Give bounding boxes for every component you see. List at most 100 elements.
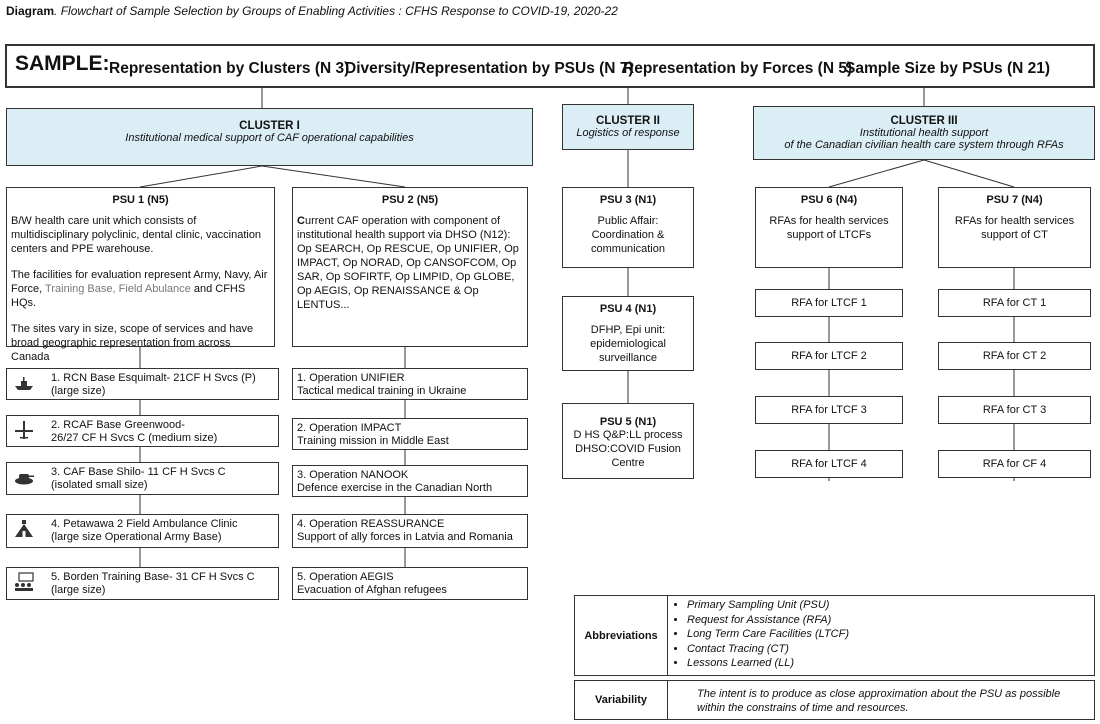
operation-4-name: 4. Operation REASSURANCE	[297, 518, 445, 530]
rfa-ltcf-3: RFA for LTCF 3	[755, 396, 903, 424]
abbreviation-item: Request for Assistance (RFA)	[687, 613, 849, 628]
psu-1-para-2-end: and CFHS HQs.	[11, 283, 246, 309]
base-4-text: 4. Petawawa 2 Field Ambulance Clinic (la…	[51, 518, 237, 544]
ship-icon	[15, 377, 33, 390]
psu-7-box: PSU 7 (N4) RFAs for health services supp…	[938, 187, 1091, 268]
abbreviations-label: Abbreviations	[575, 596, 668, 675]
psu-5-line-1: D HS Q&P:LL process	[573, 429, 683, 441]
rfa-ct-3: RFA for CT 3	[938, 396, 1091, 424]
operation-box-1: 1. Operation UNIFIER Tactical medical tr…	[292, 368, 528, 400]
psu-1-title: PSU 1 (N5)	[112, 194, 169, 206]
base-box-4: 4. Petawawa 2 Field Ambulance Clinic (la…	[6, 514, 279, 548]
cluster-2-title: CLUSTER II	[596, 115, 660, 127]
figure-caption: Diagram. Flowchart of Sample Selection b…	[6, 4, 618, 18]
operation-2-text: 2. Operation IMPACT Training mission in …	[297, 422, 449, 448]
rfa-ct-2: RFA for CT 2	[938, 342, 1091, 370]
base-3-line-1: 3. CAF Base Shilo- 11 CF H Svcs C	[51, 466, 226, 478]
cluster-3: CLUSTER III Institutional health support…	[753, 106, 1095, 160]
operation-1-desc: Tactical medical training in Ukraine	[297, 385, 467, 397]
operation-4-desc: Support of ally forces in Latvia and Rom…	[297, 531, 513, 543]
operation-2-name: 2. Operation IMPACT	[297, 422, 402, 434]
psu-7-line-2: support of CT	[981, 229, 1048, 241]
rfa-ltcf-2: RFA for LTCF 2	[755, 342, 903, 370]
psu-3-title: PSU 3 (N1)	[599, 194, 657, 206]
abbreviation-item: Primary Sampling Unit (PSU)	[687, 598, 849, 613]
cluster-1-subtitle: Institutional medical support of CAF ope…	[125, 132, 414, 144]
psu-5-title: PSU 5 (N1)	[599, 416, 657, 428]
operation-3-text: 3. Operation NANOOK Defence exercise in …	[297, 469, 492, 495]
cluster-2-subtitle: Logistics of response	[576, 127, 680, 139]
base-2-text: 2. RCAF Base Greenwood- 26/27 CF H Svcs …	[51, 419, 217, 445]
sample-item-size: Sample Size by PSUs (N 21)	[845, 60, 1051, 77]
base-4-line-2: (large size Operational Army Base)	[51, 531, 222, 543]
psu-6-body: RFAs for health services support of LTCF…	[756, 214, 902, 242]
operation-5-desc: Evacuation of Afghan refugees	[297, 584, 447, 596]
base-1-line-1: 1. RCN Base Esquimalt- 21CF H Svcs (P)	[51, 372, 256, 384]
psu-3-box: PSU 3 (N1) Public Affair: Coordination &…	[562, 187, 694, 268]
base-2-line-2: 26/27 CF H Svcs C (medium size)	[51, 432, 218, 444]
psu-6-line-2: support of LTCFs	[786, 229, 872, 241]
psu-1-para-1: B/W health care unit which consists of m…	[11, 215, 262, 255]
psu-1-para-2: The facilities for evaluation represent …	[11, 268, 270, 310]
psu-6-line-1: RFAs for health services	[769, 215, 889, 227]
cluster-3-title: CLUSTER III	[890, 115, 958, 127]
psu-7-title: PSU 7 (N4)	[986, 194, 1043, 206]
base-4-line-1: 4. Petawawa 2 Field Ambulance Clinic	[51, 518, 238, 530]
sample-item-forces: Representation by Forces (N 5)	[623, 60, 853, 77]
base-3-text: 3. CAF Base Shilo- 11 CF H Svcs C (isola…	[51, 466, 226, 492]
operation-1-name: 1. Operation UNIFIER	[297, 372, 405, 384]
psu-4-box: PSU 4 (N1) DFHP, Epi unit: epidemiologic…	[562, 296, 694, 371]
operation-box-2: 2. Operation IMPACT Training mission in …	[292, 418, 528, 450]
psu-5-box: PSU 5 (N1) D HS Q&P:LL process DHSO:COVI…	[562, 403, 694, 479]
base-box-3: 3. CAF Base Shilo- 11 CF H Svcs C (isola…	[6, 462, 279, 495]
base-box-5: 5. Borden Training Base- 31 CF H Svcs C …	[6, 567, 279, 600]
variability-label: Variability	[575, 681, 668, 719]
base-1-line-2: (large size)	[51, 385, 106, 397]
abbreviation-item: Contact Tracing (CT)	[687, 642, 849, 657]
psu-7-body: RFAs for health services support of CT	[939, 214, 1090, 242]
abbreviations-list: Primary Sampling Unit (PSU) Request for …	[669, 598, 849, 671]
field-tent-icon	[15, 520, 33, 537]
cluster-3-subtitle-1: Institutional health support	[859, 127, 989, 139]
cluster-3-subtitle-2: of the Canadian civilian health care sys…	[784, 139, 1064, 151]
base-5-line-1: 5. Borden Training Base- 31 CF H Svcs C	[51, 571, 255, 583]
operation-box-5: 5. Operation AEGIS Evacuation of Afghan …	[292, 567, 528, 600]
rfa-ltcf-1: RFA for LTCF 1	[755, 289, 903, 317]
psu-4-line-2: epidemiological surveillance	[590, 338, 666, 364]
psu-1-para-2-grey: Training Base, Field Abulance	[45, 283, 191, 295]
sample-label: SAMPLE:	[15, 52, 110, 75]
psu-5-line-2: DHSO:COVID Fusion Centre	[575, 443, 681, 469]
psu-2-body-text: urrent CAF operation with component of i…	[297, 215, 519, 311]
variability-text: The intent is to produce as close approx…	[697, 688, 1061, 714]
psu-1-para-3: The sites vary in size, scope of service…	[11, 323, 254, 363]
caption-prefix: Diagram	[6, 4, 55, 18]
cluster-1: CLUSTER I Institutional medical support …	[6, 108, 533, 166]
psu-1-body: B/W health care unit which consists of m…	[7, 214, 274, 364]
psu-4-line-1: DFHP, Epi unit:	[590, 324, 666, 336]
rfa-ct-1: RFA for CT 1	[938, 289, 1091, 317]
abbreviations-table: Abbreviations Primary Sampling Unit (PSU…	[574, 595, 1095, 676]
psu-3-line-1: Public Affair:	[597, 215, 659, 227]
rfa-ct-4: RFA for CF 4	[938, 450, 1091, 478]
operation-box-3: 3. Operation NANOOK Defence exercise in …	[292, 465, 528, 497]
classroom-icon	[15, 572, 34, 591]
psu-2-body-first: C	[297, 215, 305, 227]
operation-3-desc: Defence exercise in the Canadian North	[297, 482, 493, 494]
base-3-line-2: (isolated small size)	[51, 479, 148, 491]
psu-3-line-2: Coordination & communication	[591, 229, 665, 255]
operation-4-text: 4. Operation REASSURANCE Support of ally…	[297, 518, 513, 544]
psu-2-box: PSU 2 (N5) Current CAF operation with co…	[292, 187, 528, 347]
psu-1-box: PSU 1 (N5) B/W health care unit which co…	[6, 187, 275, 363]
psu-5-body: D HS Q&P:LL process DHSO:COVID Fusion Ce…	[563, 428, 693, 470]
base-box-2: 2. RCAF Base Greenwood- 26/27 CF H Svcs …	[6, 415, 279, 447]
psu-4-body: DFHP, Epi unit: epidemiological surveill…	[563, 323, 693, 365]
abbreviation-item: Long Term Care Facilities (LTCF)	[687, 627, 849, 642]
base-1-text: 1. RCN Base Esquimalt- 21CF H Svcs (P) (…	[51, 372, 256, 398]
psu-7-line-1: RFAs for health services	[954, 215, 1075, 227]
base-5-line-2: (large size)	[51, 584, 106, 596]
operation-5-text: 5. Operation AEGIS Evacuation of Afghan …	[297, 571, 447, 597]
psu-6-box: PSU 6 (N4) RFAs for health services supp…	[755, 187, 903, 268]
base-box-1: 1. RCN Base Esquimalt- 21CF H Svcs (P) (…	[6, 368, 279, 400]
rfa-ltcf-4: RFA for LTCF 4	[755, 450, 903, 478]
operation-2-desc: Training mission in Middle East	[297, 435, 449, 447]
